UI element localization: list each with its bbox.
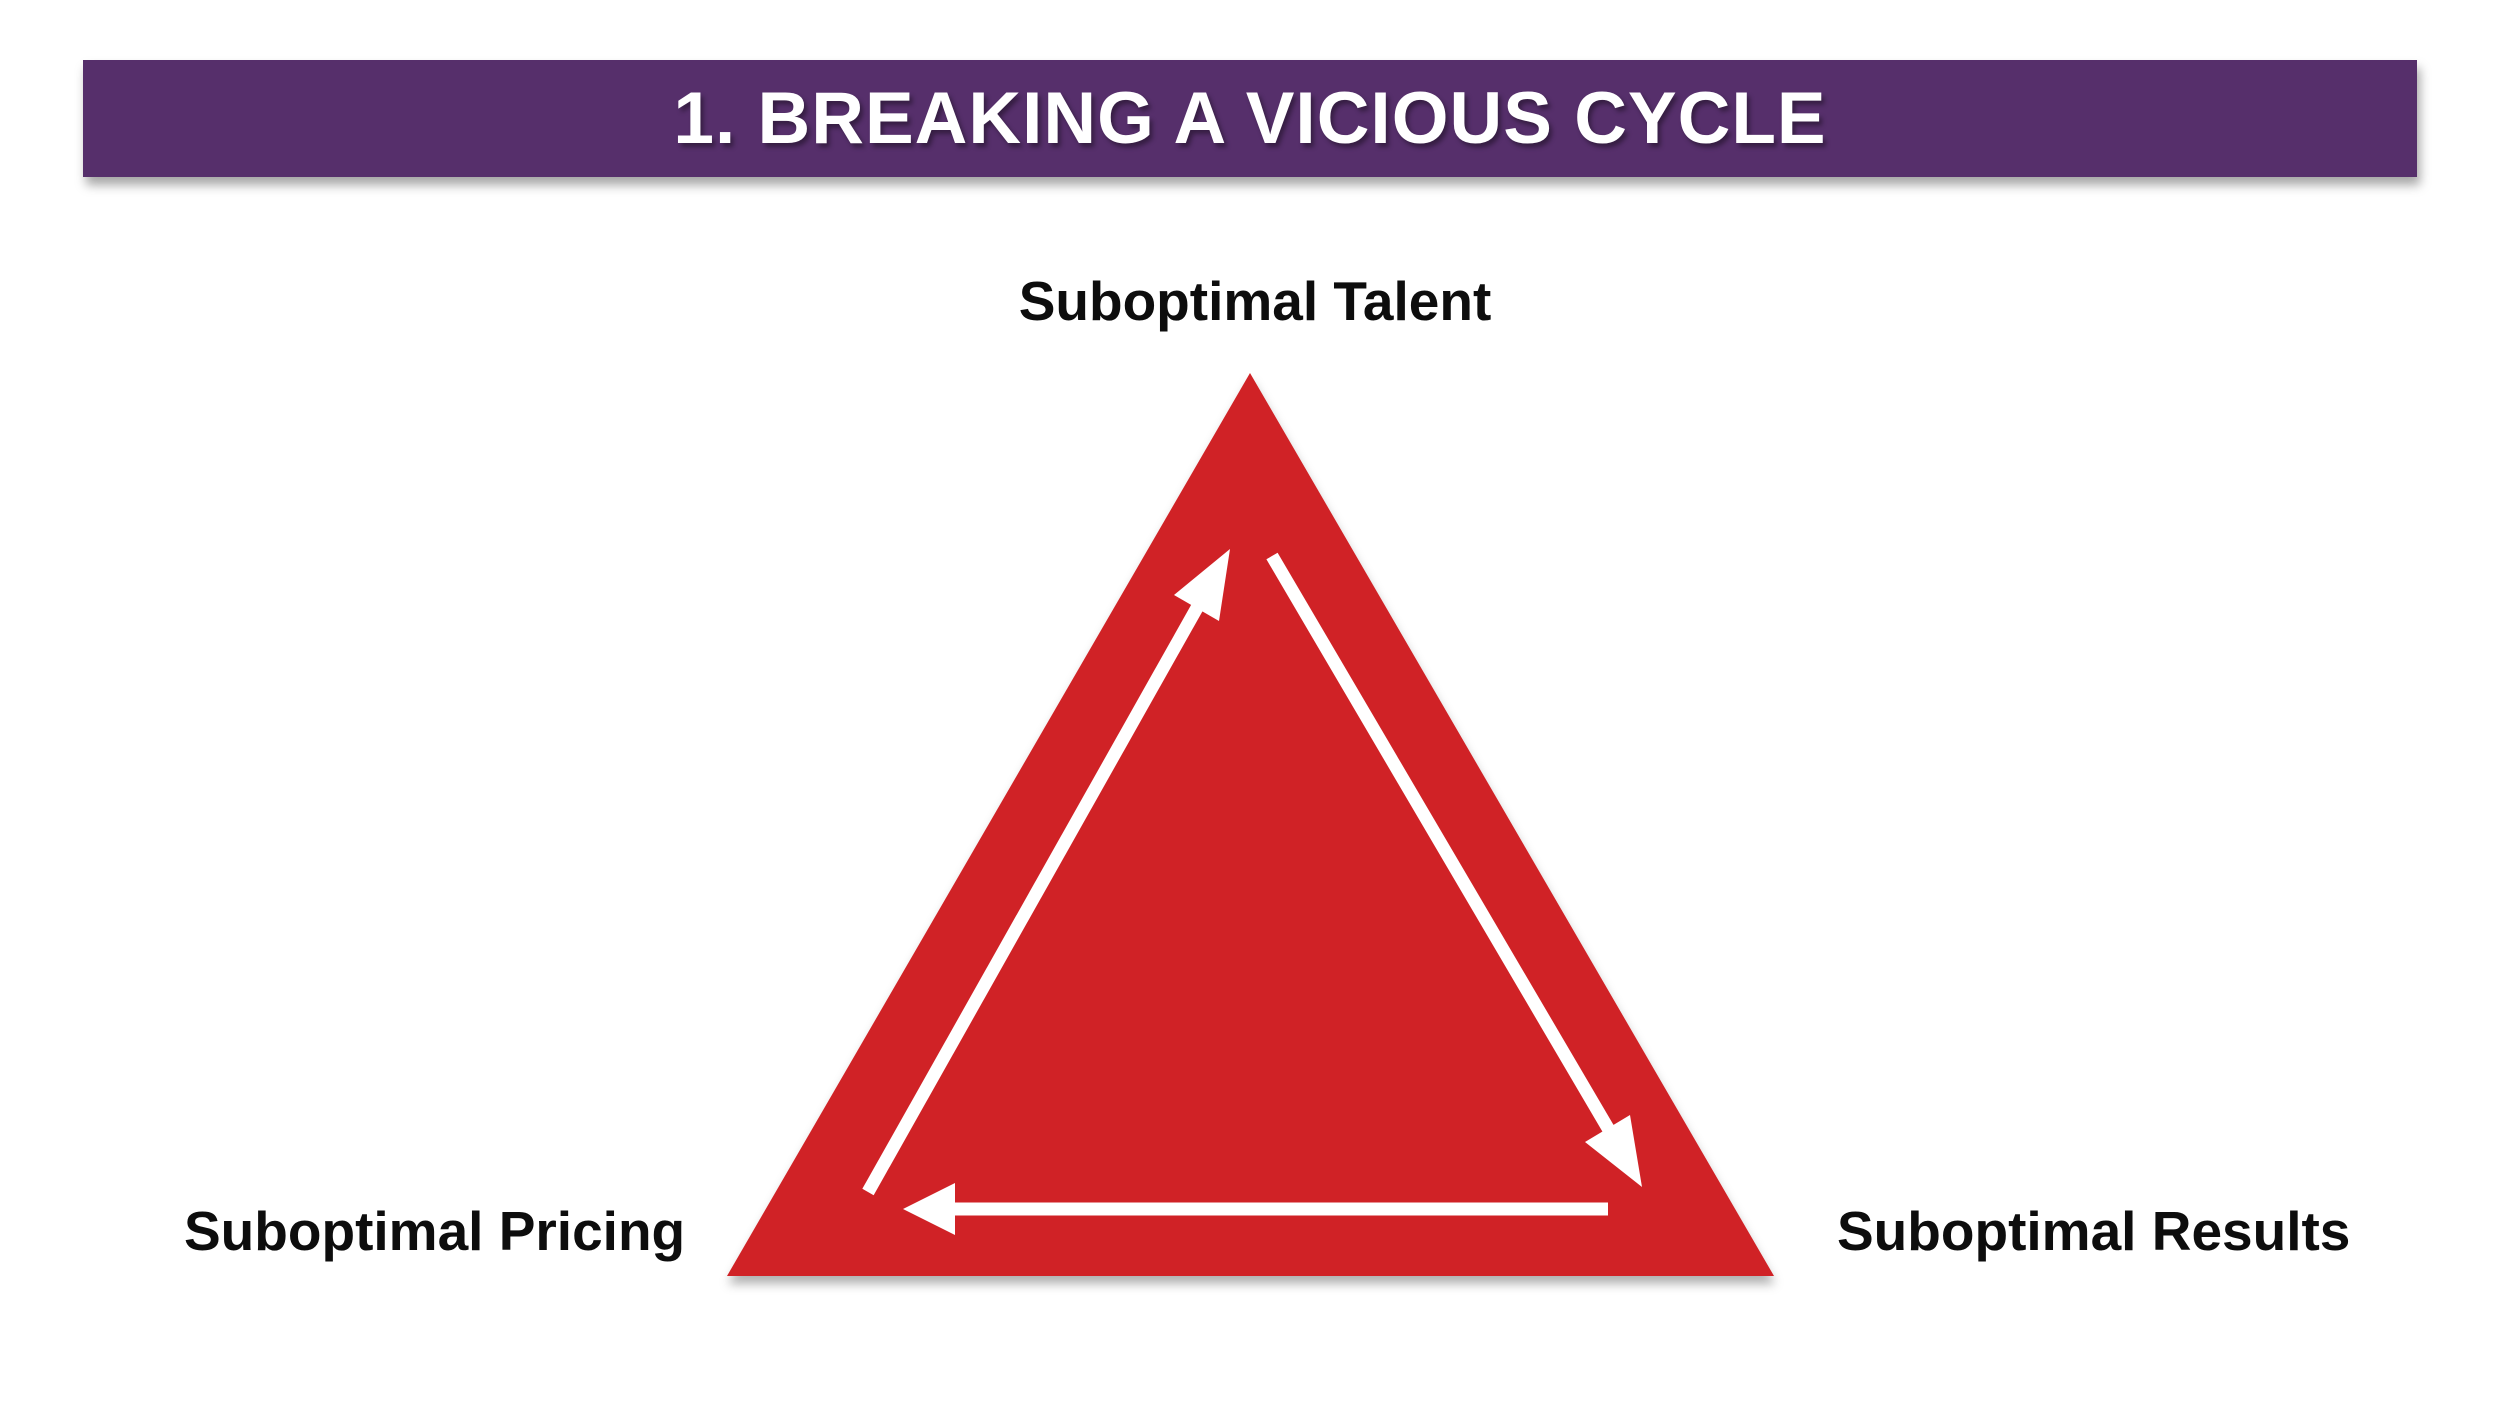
- slide-title-bar: 1. BREAKING A VICIOUS CYCLE: [83, 60, 2417, 177]
- arrow-talent-to-results: [1266, 552, 1642, 1187]
- arrow-results-to-pricing: [903, 1183, 1608, 1235]
- arrow-pricing-to-talent: [862, 549, 1230, 1196]
- label-suboptimal-talent: Suboptimal Talent: [1018, 270, 1492, 332]
- arrow-head-down-icon: [1585, 1115, 1642, 1187]
- label-suboptimal-pricing: Suboptimal Pricing: [184, 1200, 686, 1262]
- arrow-head-up-icon: [1174, 549, 1230, 621]
- slide-title: 1. BREAKING A VICIOUS CYCLE: [673, 78, 1827, 159]
- arrow-shaft: [1266, 552, 1615, 1134]
- arrow-shaft: [862, 602, 1204, 1196]
- triangle-shape: [727, 373, 1774, 1276]
- arrow-head-left-icon: [903, 1183, 955, 1235]
- label-suboptimal-results: Suboptimal Results: [1837, 1200, 2351, 1262]
